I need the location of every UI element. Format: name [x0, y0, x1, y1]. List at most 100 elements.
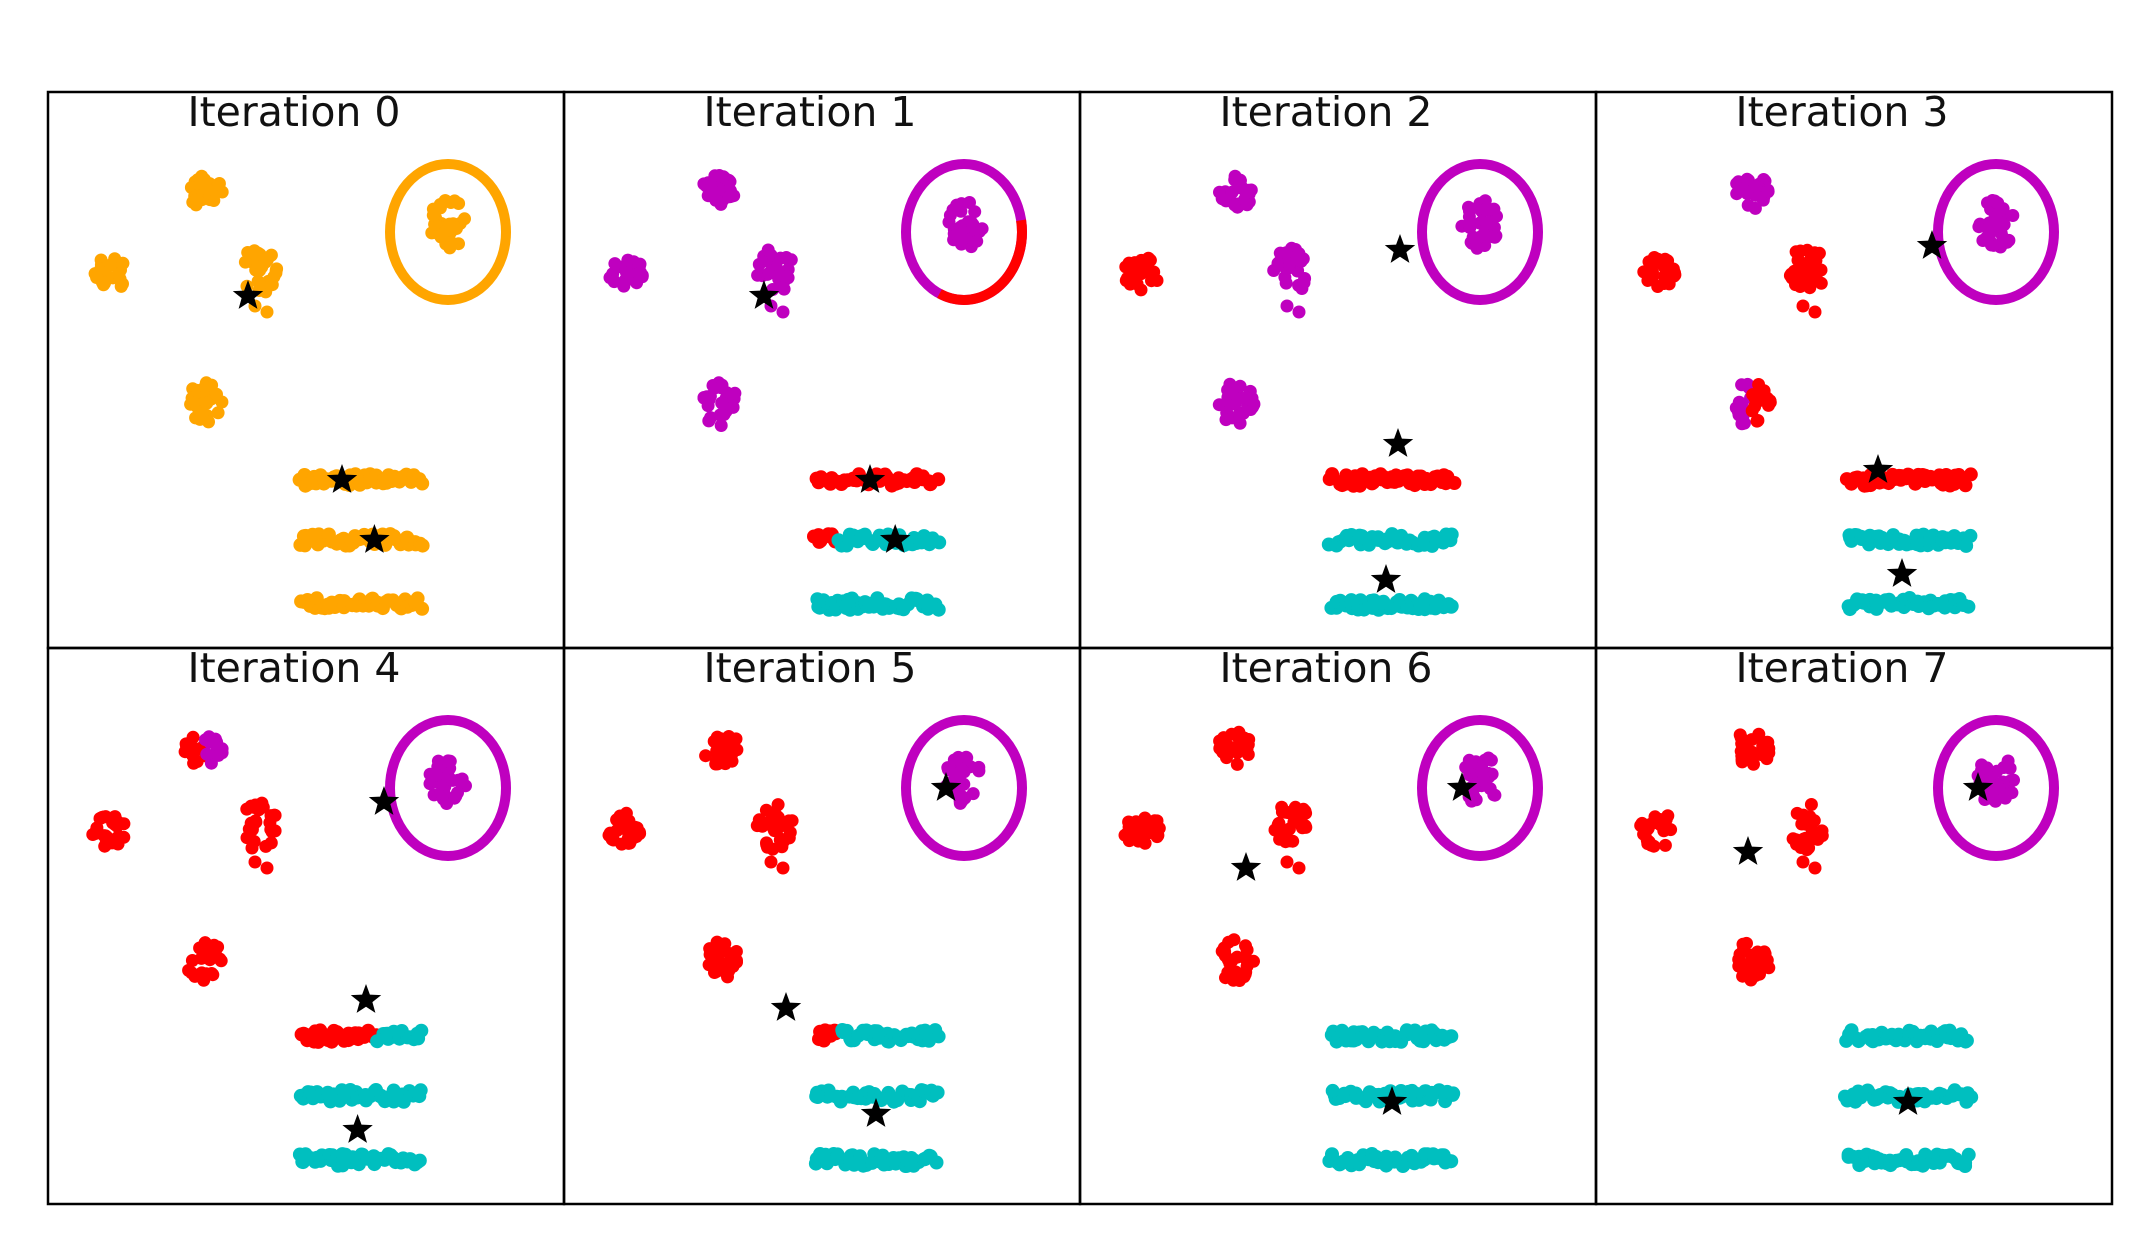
cluster-blob — [1213, 169, 1258, 214]
panel-title: Iteration 7 — [1735, 644, 1948, 692]
panel-title: Iteration 3 — [1735, 88, 1948, 136]
panel-title: Iteration 4 — [187, 644, 400, 692]
centroid-star — [368, 786, 400, 815]
centroid-star — [1382, 428, 1414, 457]
cluster-blob — [697, 169, 741, 211]
panel-iteration-0: Iteration 0 — [46, 88, 566, 650]
cluster-ring — [385, 715, 511, 861]
centroid-star — [748, 280, 780, 309]
cluster-ring — [1417, 715, 1543, 861]
cluster-bar — [1841, 1147, 1976, 1173]
centroid-star — [854, 464, 886, 493]
cluster-blob — [1637, 251, 1682, 293]
centroid-star — [342, 1114, 373, 1143]
centroid-star — [1892, 1086, 1924, 1115]
cluster-blob — [1729, 377, 1777, 431]
centroid-star — [1446, 772, 1478, 801]
cluster-bar — [1841, 591, 1976, 617]
centroid-star — [1370, 564, 1402, 593]
centroid-star — [1862, 454, 1894, 483]
cluster-blob — [86, 810, 131, 853]
cluster-blob — [702, 935, 743, 984]
cluster-blob — [240, 796, 282, 875]
panel-title: Iteration 6 — [1219, 644, 1432, 692]
cluster-ring-arc — [937, 219, 1027, 305]
cluster-bar — [1322, 1147, 1459, 1173]
cluster-blob — [184, 169, 229, 212]
cluster-blob — [178, 730, 229, 770]
cluster-blob — [1215, 933, 1260, 987]
cluster-blob — [238, 244, 284, 319]
cluster-blob — [88, 252, 130, 293]
cluster-blob — [1730, 172, 1775, 215]
centroid-star — [1230, 852, 1262, 881]
centroid-star — [1732, 836, 1764, 865]
panel-title: Iteration 0 — [187, 88, 400, 136]
cluster-blob — [1732, 936, 1776, 987]
panel-iteration-2: Iteration 2 — [1078, 88, 1598, 650]
cluster-bar — [294, 1023, 429, 1049]
cluster-bar — [808, 1147, 944, 1173]
centroid-star — [860, 1098, 892, 1127]
cluster-ring-core — [942, 196, 989, 254]
panel-title: Iteration 5 — [703, 644, 916, 692]
cluster-blob — [697, 376, 742, 432]
panel-iteration-6: Iteration 6 — [1078, 644, 1598, 1206]
cluster-blob — [699, 730, 744, 771]
cluster-blob — [184, 376, 229, 429]
cluster-blob — [602, 806, 647, 851]
cluster-blob — [750, 798, 799, 875]
panel-iteration-4: Iteration 4 — [46, 644, 566, 1206]
cluster-blob — [751, 243, 798, 319]
cluster-ring — [1933, 715, 2059, 861]
cluster-bar — [293, 527, 430, 553]
cluster-bar — [809, 1083, 945, 1109]
cluster-blob — [1783, 243, 1828, 319]
cluster-blob — [1267, 241, 1312, 319]
cluster-bar — [294, 591, 430, 616]
centroid-star — [770, 992, 802, 1021]
cluster-blob — [1634, 809, 1678, 853]
centroid-star — [1384, 234, 1416, 263]
panel-title: Iteration 2 — [1219, 88, 1432, 136]
cluster-blob — [1786, 798, 1829, 875]
centroid-star — [1886, 558, 1918, 587]
cluster-blob — [1213, 725, 1256, 771]
centroid-star — [1962, 772, 1994, 801]
cluster-ring-core — [423, 754, 472, 810]
cluster-ring-core — [1455, 194, 1503, 255]
cluster-ring-core — [1972, 194, 2020, 254]
cluster-bar — [1842, 527, 1978, 553]
centroid-star — [880, 524, 911, 553]
cluster-ring — [1933, 159, 2059, 305]
panel-title: Iteration 1 — [703, 88, 916, 136]
centroid-star — [359, 524, 390, 553]
cluster-bar — [807, 527, 947, 553]
panel-iteration-7: Iteration 7 — [1594, 644, 2114, 1206]
cluster-ring-core — [1459, 751, 1502, 808]
centroid-star — [326, 464, 358, 493]
cluster-ring-core — [1971, 754, 2020, 808]
cluster-bar — [1839, 1023, 1974, 1049]
cluster-bar — [810, 591, 946, 617]
panel-iteration-5: Iteration 5 — [562, 644, 1082, 1206]
cluster-blob — [603, 253, 649, 293]
cluster-bar — [1322, 467, 1462, 493]
cluster-ring — [1417, 159, 1543, 305]
centroid-star — [1376, 1086, 1408, 1115]
cluster-bar — [293, 1083, 428, 1109]
cluster-blob — [1268, 800, 1313, 875]
panel-iteration-3: Iteration 3 — [1594, 88, 2114, 650]
cluster-blob — [1733, 727, 1776, 771]
cluster-bar — [292, 467, 430, 493]
centroid-star — [930, 772, 962, 801]
centroid-star — [232, 280, 264, 309]
cluster-bar — [1324, 592, 1459, 617]
cluster-bar — [1321, 527, 1459, 553]
centroid-star — [350, 984, 382, 1013]
cluster-blob — [1212, 377, 1261, 430]
cluster-bar — [812, 1023, 946, 1049]
cluster-ring — [901, 715, 1027, 861]
